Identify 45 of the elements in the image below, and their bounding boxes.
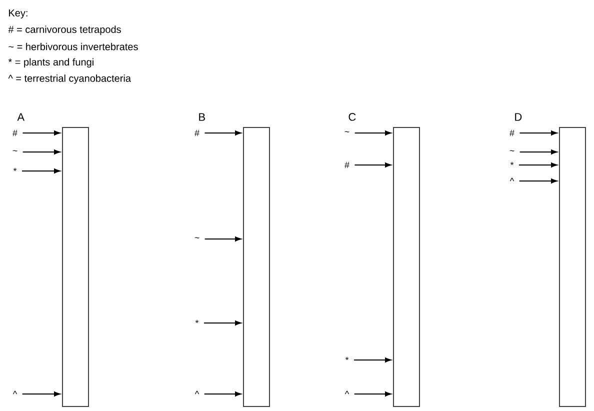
arrow — [354, 162, 392, 168]
symbol-label: ^ — [194, 390, 200, 394]
symbol-label: ^ — [510, 178, 514, 182]
key-text: ^ = terrestrial cyanobacteria — [8, 74, 131, 84]
key-text: * = plants and fungi — [8, 58, 94, 68]
arrow — [22, 392, 60, 396]
symbol-label: # — [344, 162, 350, 168]
symbol-label: * — [195, 320, 199, 324]
arrow — [519, 130, 558, 136]
arrow — [22, 130, 60, 136]
arrow — [354, 392, 392, 396]
key-text: Key: — [9, 10, 28, 18]
symbol-label: ~ — [344, 131, 350, 132]
arrow — [518, 162, 558, 168]
symbol-label: * — [13, 168, 17, 172]
arrow — [204, 392, 242, 396]
column-box: B — [199, 113, 270, 407]
arrow — [518, 178, 558, 184]
symbol-label: ~ — [194, 237, 200, 238]
node-label: B — [199, 113, 205, 121]
symbol-label: # — [510, 130, 514, 136]
column-box: D — [515, 113, 586, 407]
symbol-label: # — [194, 130, 200, 136]
symbol-label: * — [510, 162, 514, 166]
arrow — [519, 150, 558, 154]
node-label: C — [348, 113, 356, 121]
symbol-label: # — [12, 130, 18, 136]
symbol-label: * — [345, 356, 349, 360]
arrow — [204, 236, 242, 242]
node-label: D — [515, 113, 522, 121]
key-text: # = carnivorous tetrapods — [8, 26, 121, 35]
arrow — [354, 130, 392, 136]
arrow — [22, 150, 60, 154]
symbol-label: ~ — [510, 150, 514, 152]
column-box: C — [348, 113, 420, 407]
symbol-label: ~ — [12, 150, 18, 152]
arrow — [203, 320, 242, 326]
arrow — [353, 358, 392, 362]
arrow — [21, 168, 60, 174]
symbol-label: ^ — [344, 390, 350, 394]
key-text: ~ = herbivorous invertebrates — [8, 42, 138, 50]
column-box: A — [17, 113, 89, 407]
arrow — [204, 130, 242, 136]
node-label: A — [17, 113, 25, 121]
symbol-label: ^ — [12, 390, 18, 394]
